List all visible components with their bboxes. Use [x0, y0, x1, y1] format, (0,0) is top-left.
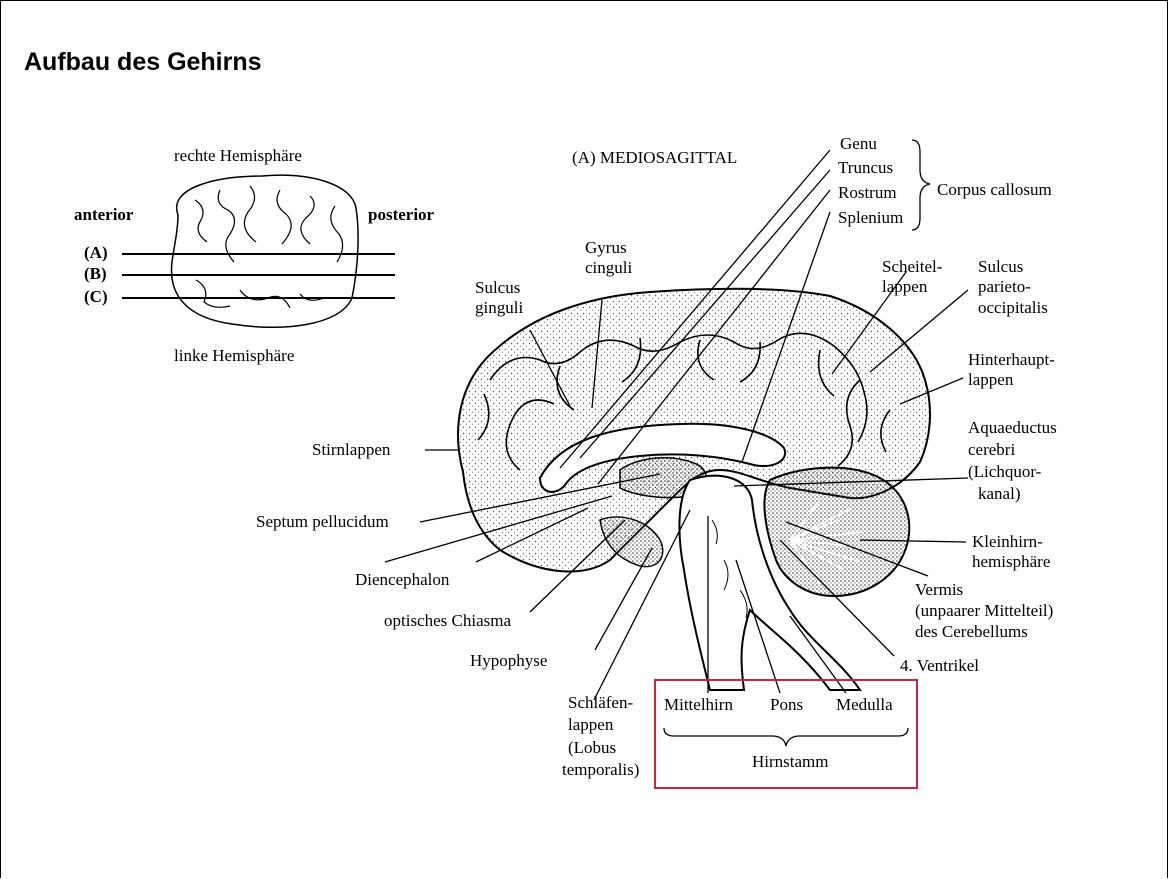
label-hypophyse: Hypophyse — [470, 651, 547, 671]
sagittal-brain — [458, 289, 930, 690]
label-aqua-1: Aquaeductus — [968, 418, 1057, 438]
label-rechte-hemisphaere: rechte Hemisphäre — [174, 146, 302, 166]
label-gyrus-2: cinguli — [585, 258, 632, 278]
label-mittelhirn: Mittelhirn — [664, 695, 733, 715]
label-corpus-callosum: Corpus callosum — [937, 180, 1052, 200]
label-septum: Septum pellucidum — [256, 512, 389, 532]
label-scheitel-2: lappen — [882, 277, 927, 297]
label-medulla: Medulla — [836, 695, 893, 715]
label-sulcus-p-1: Sulcus — [978, 257, 1023, 277]
top-view-brain — [122, 175, 395, 327]
label-gyrus-1: Gyrus — [585, 238, 627, 258]
label-schlaef-2: lappen — [568, 715, 613, 735]
label-truncus: Truncus — [838, 158, 893, 178]
label-cut-c: (C) — [84, 287, 108, 307]
label-hinter-2: lappen — [968, 370, 1013, 390]
label-diencephalon: Diencephalon — [355, 570, 449, 590]
label-vermis-1: Vermis — [915, 580, 963, 600]
label-stirnlappen: Stirnlappen — [312, 440, 390, 460]
label-scheitel-1: Scheitel- — [882, 257, 942, 277]
label-posterior: posterior — [368, 205, 434, 225]
label-vermis-2: (unpaarer Mittelteil) — [915, 601, 1053, 621]
label-sulcus-p-2: parieto- — [978, 277, 1031, 297]
label-anterior: anterior — [74, 205, 133, 225]
label-rostrum: Rostrum — [838, 183, 897, 203]
label-aqua-4: kanal) — [978, 484, 1020, 504]
label-aqua-3: (Lichquor- — [968, 462, 1041, 482]
label-ventrikel: 4. Ventrikel — [900, 656, 979, 676]
label-splenium: Splenium — [838, 208, 903, 228]
label-schlaef-3: (Lobus — [568, 738, 616, 758]
label-chiasma: optisches Chiasma — [384, 611, 511, 631]
label-linke-hemisphaere: linke Hemisphäre — [174, 346, 294, 366]
label-genu: Genu — [840, 134, 877, 154]
label-klein-2: hemisphäre — [972, 552, 1050, 572]
label-sulcus-g-2: ginguli — [475, 298, 523, 318]
label-klein-1: Kleinhirn- — [972, 532, 1043, 552]
label-cut-b: (B) — [84, 264, 107, 284]
label-schlaef-4: temporalis) — [562, 760, 639, 780]
label-sulcus-g-1: Sulcus — [475, 278, 520, 298]
label-aqua-2: cerebri — [968, 440, 1015, 460]
label-cut-a: (A) — [84, 243, 108, 263]
label-schlaef-1: Schläfen- — [568, 693, 633, 713]
label-vermis-3: des Cerebellums — [915, 622, 1028, 642]
section-title: (A) MEDIOSAGITTAL — [572, 148, 737, 168]
label-hinter-1: Hinterhaupt- — [968, 350, 1055, 370]
label-sulcus-p-3: occipitalis — [978, 298, 1048, 318]
label-pons: Pons — [770, 695, 803, 715]
label-hirnstamm: Hirnstamm — [752, 752, 829, 772]
